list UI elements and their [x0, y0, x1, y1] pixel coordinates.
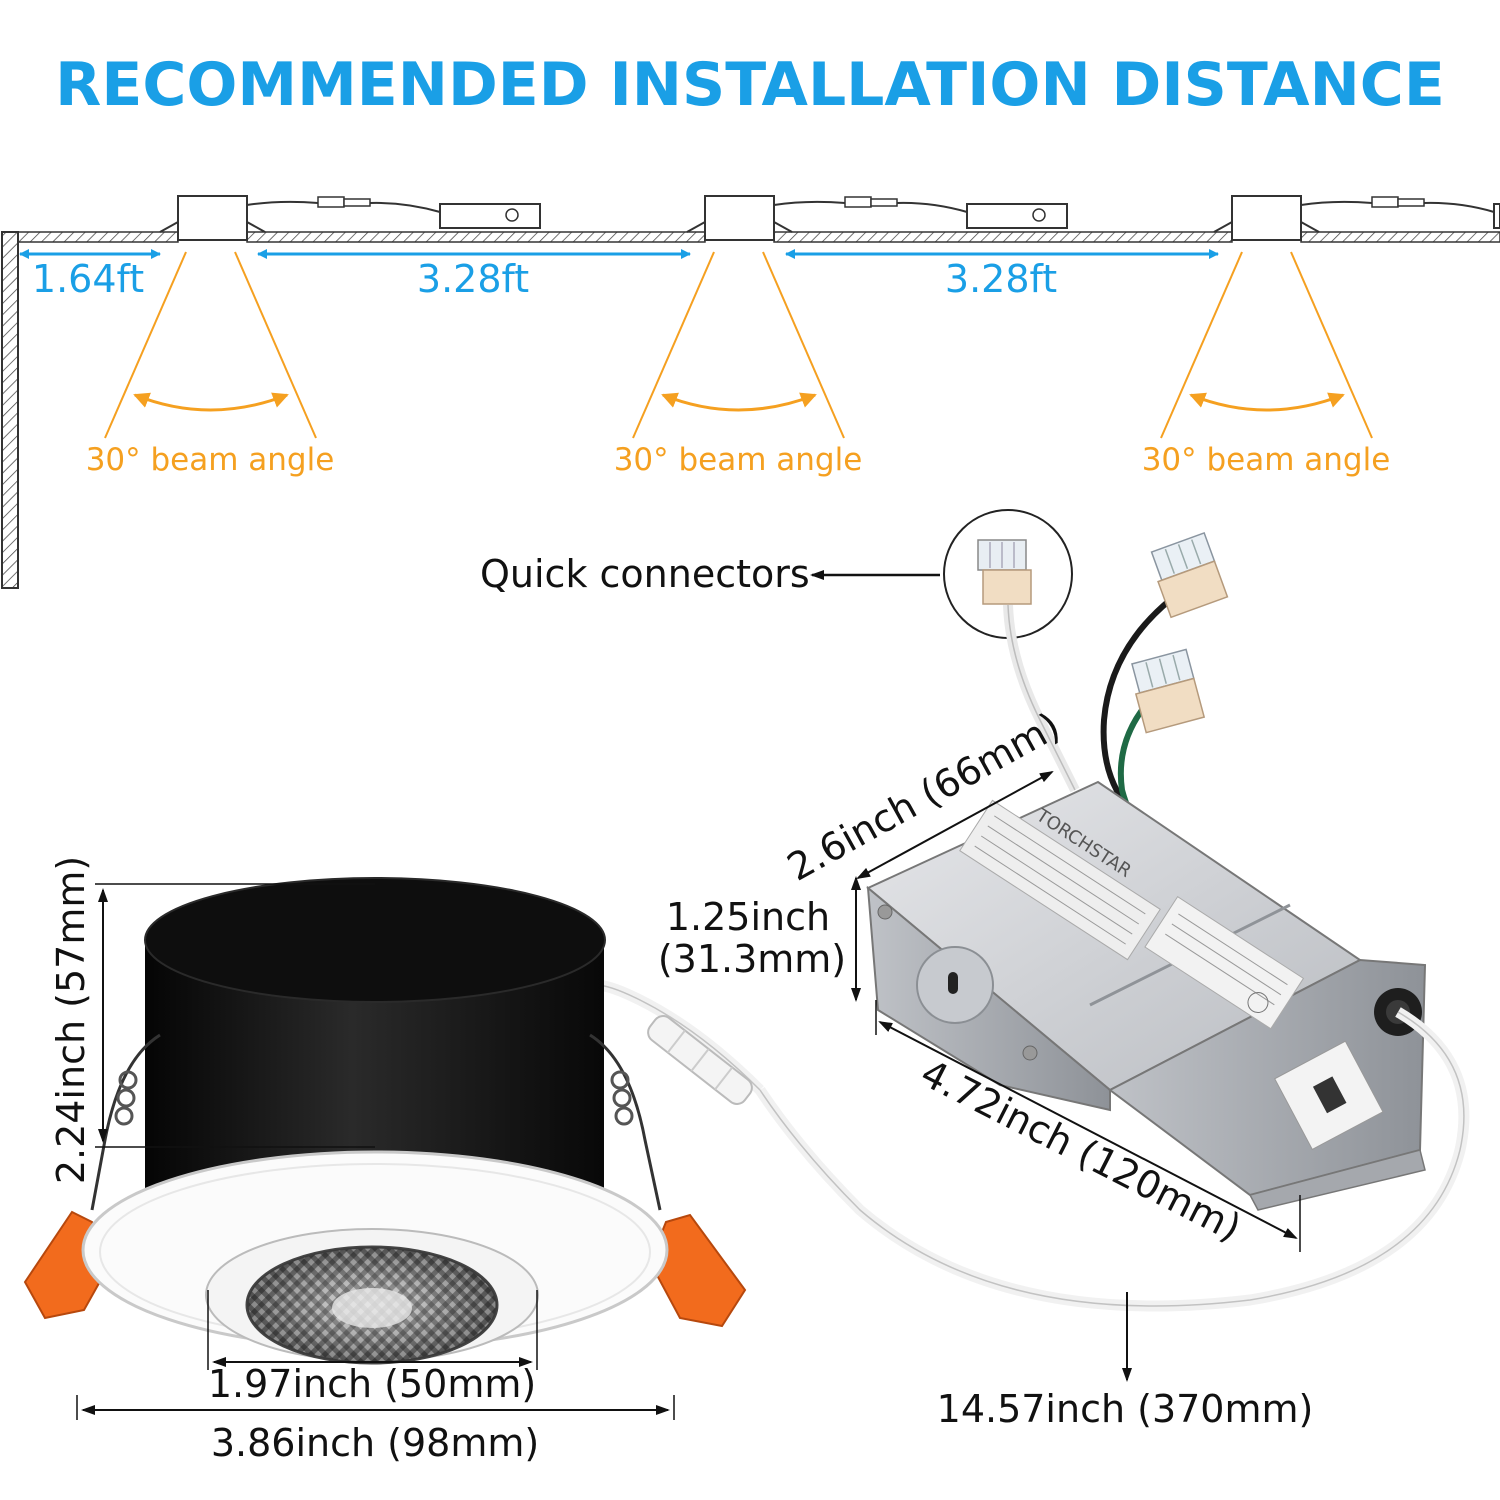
spacing-label-wall: 1.64ft	[32, 257, 144, 301]
downlight	[23, 877, 747, 1365]
beam-angle-label-1: 30° beam angle	[86, 442, 335, 478]
box-height-dimension: 1.25inch (31.3mm)	[658, 876, 861, 1002]
beam-cone-3	[1160, 251, 1373, 439]
light-height-label: 2.24inch (57mm)	[49, 856, 93, 1184]
ceiling-right	[1300, 231, 1500, 243]
light-outer-dimension: 3.86inch (98mm)	[76, 1395, 675, 1465]
beam-cone-1	[104, 251, 317, 439]
spacing-dimensions: 1.64ft 3.28ft 3.28ft	[19, 249, 1219, 301]
quick-connectors-label: Quick connectors	[480, 552, 810, 596]
ceiling-mid-2	[773, 231, 1233, 243]
cct-switch-panel	[1274, 1040, 1384, 1151]
wall	[1, 231, 19, 589]
cable-length-label: 14.57inch (370mm)	[937, 1387, 1314, 1431]
ceiling-mid-1	[246, 231, 706, 243]
downlight-can-top	[144, 877, 606, 1003]
ceiling-left	[17, 231, 179, 243]
box-height-label-inch: 1.25inch	[666, 895, 830, 939]
cable-connector	[647, 1015, 753, 1105]
light-height-dimension: 2.24inch (57mm)	[49, 856, 375, 1184]
cable-length-dimension: 14.57inch (370mm)	[937, 1292, 1314, 1431]
downlight-unit-2	[686, 195, 1068, 241]
light-outer-label: 3.86inch (98mm)	[211, 1421, 539, 1465]
spring-clip-right	[648, 1213, 747, 1328]
light-inner-label: 1.97inch (50mm)	[208, 1362, 536, 1406]
beam-angle-label-2: 30° beam angle	[614, 442, 863, 478]
beam-cone-2	[632, 251, 845, 439]
downlight-unit-3	[1213, 195, 1500, 241]
downlight-can	[145, 940, 604, 1200]
light-inner-dimension: 1.97inch (50mm)	[207, 1290, 538, 1406]
spacing-label-1: 3.28ft	[417, 257, 529, 301]
spacing-label-2: 3.28ft	[945, 257, 1057, 301]
junction-box: TORCHSTAR	[866, 780, 1427, 1211]
page-title: RECOMMENDED INSTALLATION DISTANCE	[55, 50, 1445, 120]
box-height-label-mm: (31.3mm)	[658, 937, 846, 981]
junction-box-label-2	[1144, 896, 1305, 1030]
wire-connectors	[1100, 531, 1229, 833]
beam-angle-label-3: 30° beam angle	[1142, 442, 1391, 478]
quick-connector-zoom	[943, 509, 1080, 793]
downlight-unit-1	[159, 195, 541, 241]
